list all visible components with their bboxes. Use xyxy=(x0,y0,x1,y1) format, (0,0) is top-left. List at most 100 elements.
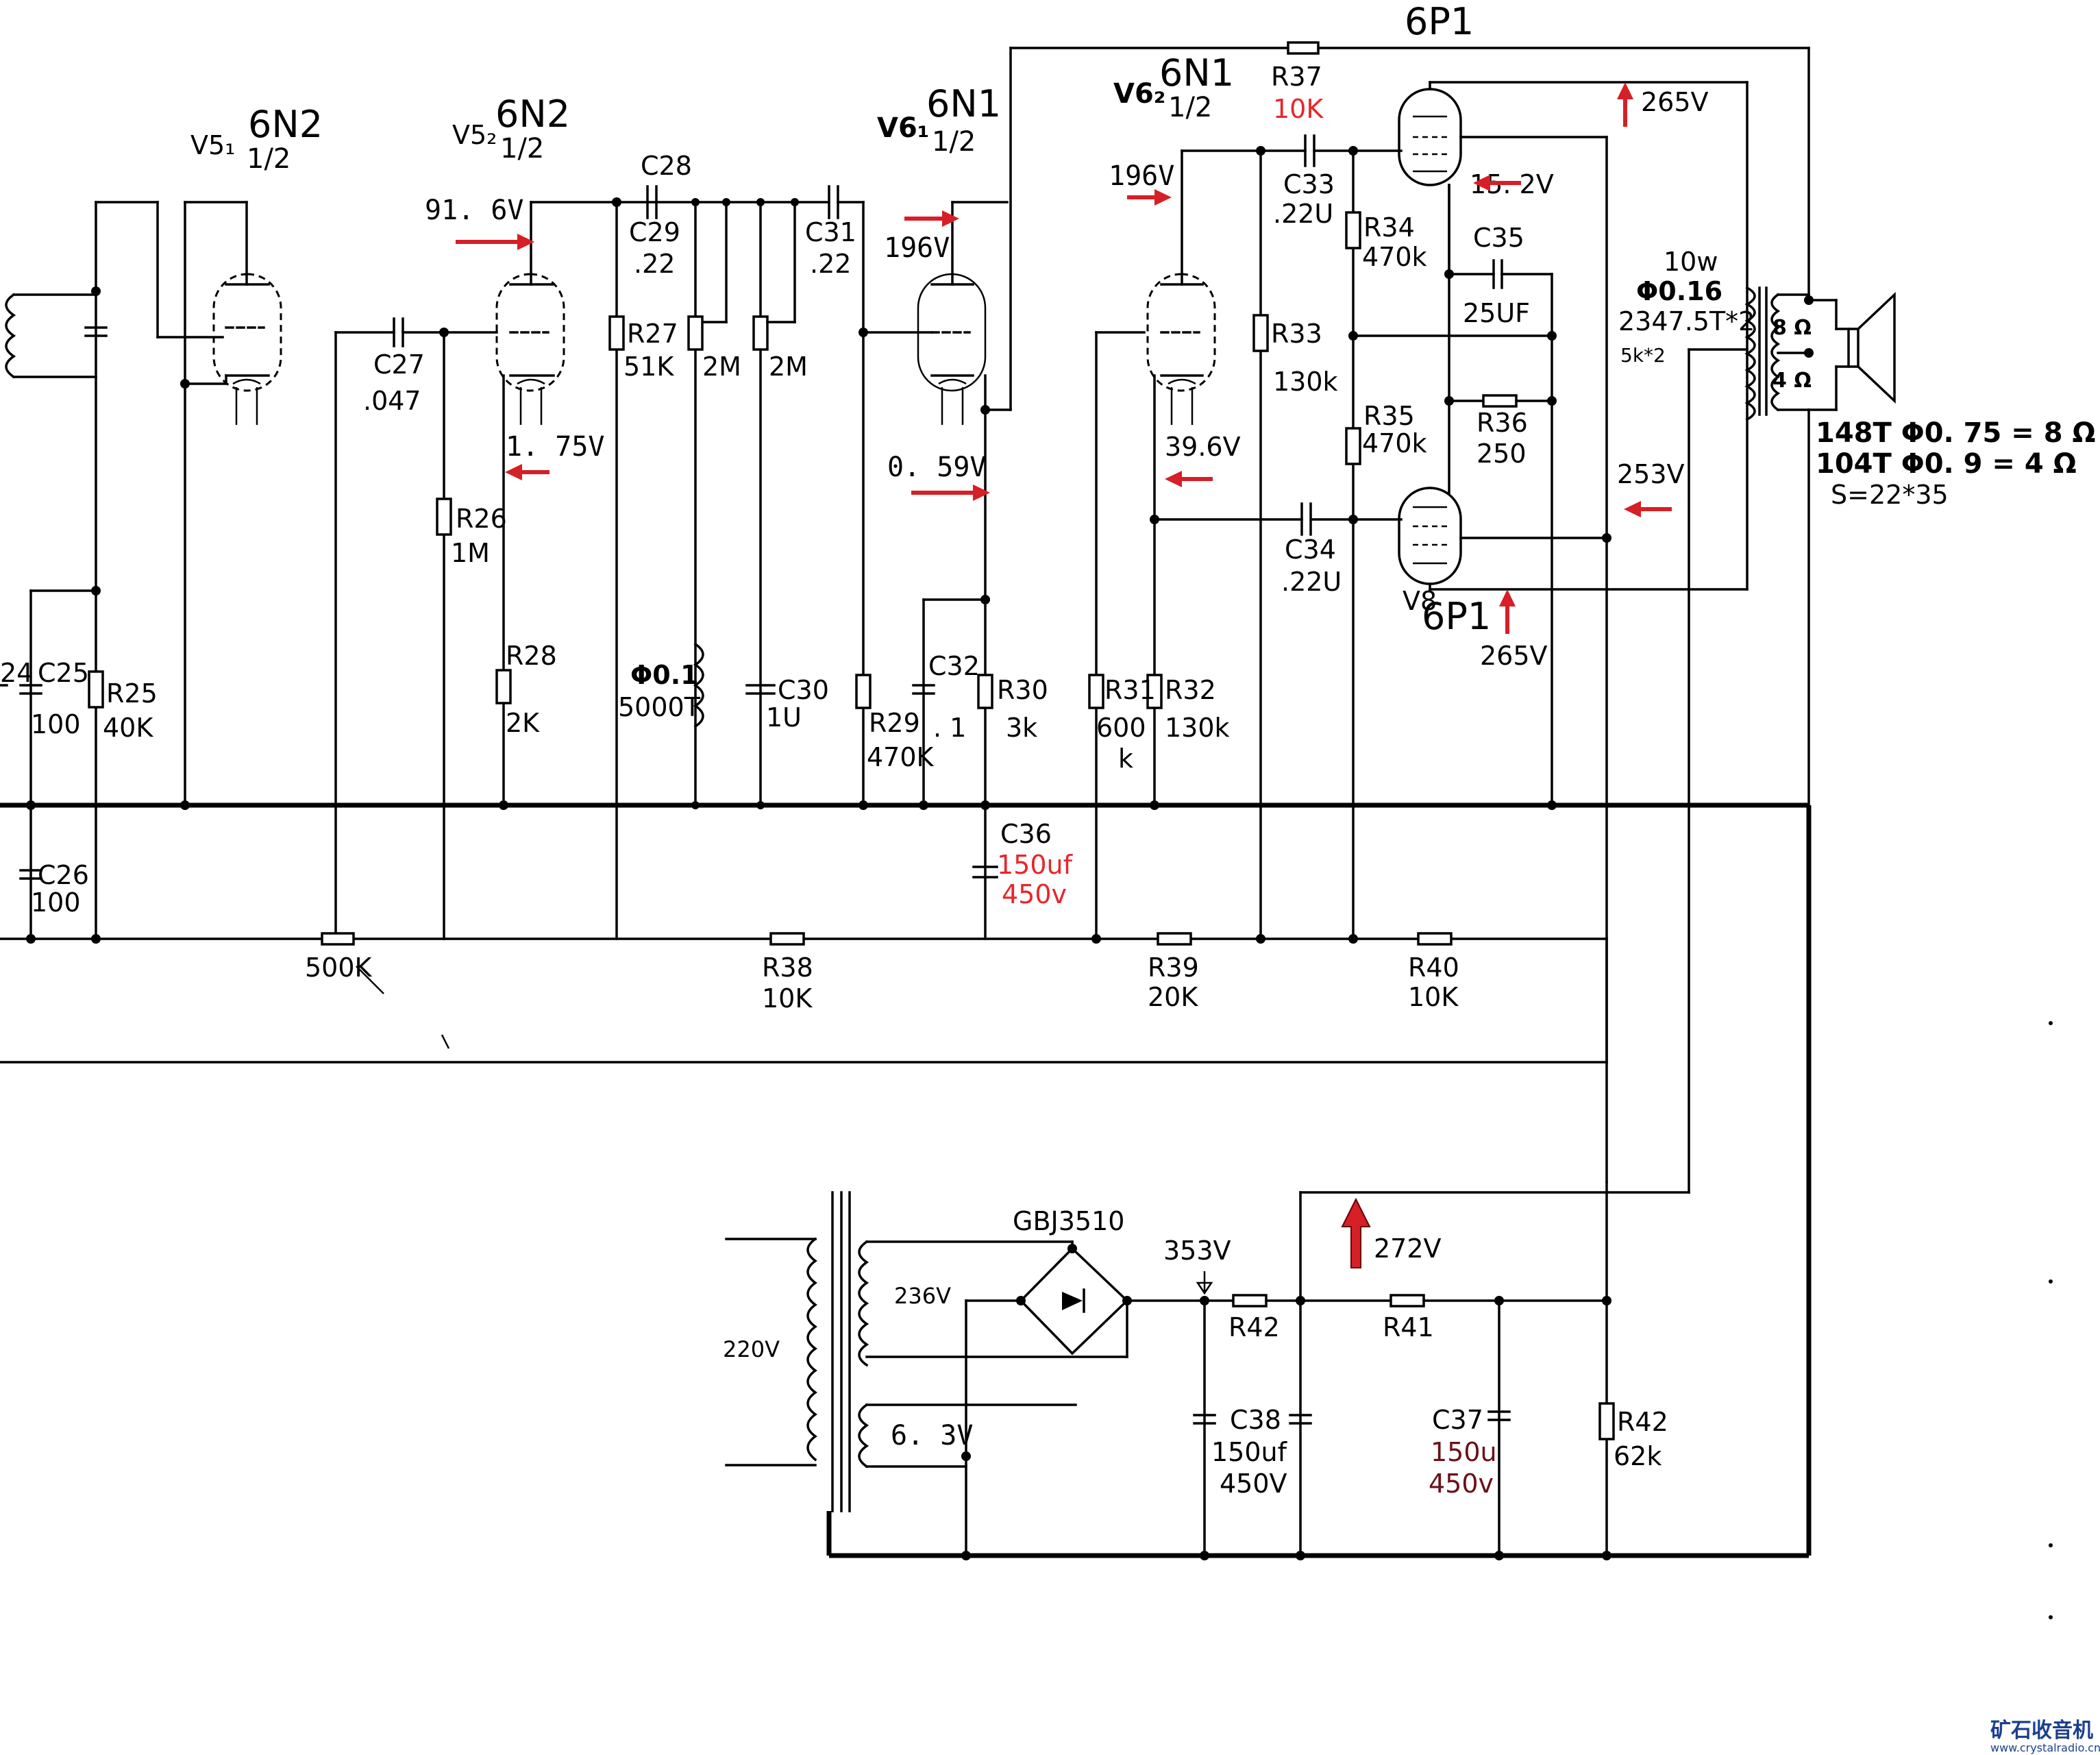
v6a-ref: V6₁ xyxy=(877,112,929,144)
r31-value2: k xyxy=(1118,744,1133,774)
arrow-icon xyxy=(1473,175,1521,191)
ot-tap4: 4 Ω xyxy=(1772,369,1812,393)
pot2m-b-value: 2M xyxy=(769,352,808,382)
r33-value: 130k xyxy=(1273,367,1338,397)
r27-ref: R27 xyxy=(627,319,678,349)
speaker-icon xyxy=(1835,291,1896,404)
c33-ref: C33 xyxy=(1283,169,1335,199)
r40-value: 10K xyxy=(1408,982,1459,1012)
coupling-c27 xyxy=(321,317,498,1049)
v6a-type: 6N1 xyxy=(926,82,1001,125)
tube-v5b xyxy=(495,201,830,810)
c32-value: . 1 xyxy=(933,713,966,743)
c27-ref: C27 xyxy=(373,349,425,380)
r42b-ref: R42 xyxy=(1617,1407,1668,1437)
r27-value: 51K xyxy=(623,352,674,382)
c24-label: 24 xyxy=(0,658,33,688)
ot-turns: 2347.5T*2 xyxy=(1618,306,1755,336)
input-tank xyxy=(0,201,224,944)
r42a-ref: R42 xyxy=(1228,1312,1280,1342)
r31-ref: R31 xyxy=(1104,675,1156,705)
r39-value: 20K xyxy=(1148,982,1198,1012)
c29-value: .22 xyxy=(634,249,675,279)
v5a-type: 6N2 xyxy=(248,103,323,146)
v8-ref: V8 xyxy=(1403,586,1437,616)
tube-v5a xyxy=(180,201,282,810)
r25-ref: R25 xyxy=(106,678,158,709)
tube-v6b xyxy=(1088,149,1307,944)
c36-ref: C36 xyxy=(1000,819,1052,849)
ot-wire: Φ0.16 xyxy=(1636,276,1722,306)
volt-059: 0. 59V xyxy=(887,452,987,483)
arrow-icon xyxy=(1499,589,1516,634)
ot-power: 10w xyxy=(1664,247,1718,277)
pt-hv: 236V xyxy=(894,1283,951,1309)
rectifier-bridge xyxy=(1016,1240,1255,1358)
ot-sec2: 104T Φ0. 9 = 4 Ω xyxy=(1816,448,2077,480)
volt-396: 39.6V xyxy=(1165,432,1241,462)
r29-ref: R29 xyxy=(869,708,920,738)
filter-network xyxy=(1193,1181,1690,1560)
pt-primary: 220V xyxy=(723,1336,780,1362)
c31-ref: C31 xyxy=(805,217,856,247)
volt-196a: 196V xyxy=(884,232,950,264)
ot-tap8: 8 Ω xyxy=(1772,316,1812,340)
r30-ref: R30 xyxy=(997,675,1048,705)
c38-ref: C38 xyxy=(1230,1405,1281,1435)
arrow-icon xyxy=(1165,471,1213,487)
bridge-ref: GBJ3510 xyxy=(1013,1206,1124,1236)
v5b-half: 1/2 xyxy=(500,133,544,164)
ot-impedance: 5k*2 xyxy=(1620,344,1666,367)
v6a-half: 1/2 xyxy=(932,126,976,158)
tone-stack xyxy=(608,185,872,940)
r32-ref: R32 xyxy=(1165,675,1216,705)
r30-value: 3k xyxy=(1006,713,1037,743)
c37-volt: 450v xyxy=(1429,1469,1494,1499)
volt-196b: 196V xyxy=(1109,160,1174,192)
c30-ref: C30 xyxy=(778,675,829,705)
ot-sec1: 148T Φ0. 75 = 8 Ω xyxy=(1816,417,2095,449)
arrow-icon xyxy=(911,484,990,501)
supply-ground-bus xyxy=(829,805,1812,1558)
tube-v8 xyxy=(1398,487,1749,591)
c38-value: 150uf xyxy=(1211,1437,1288,1467)
arrow-icon xyxy=(904,210,959,227)
watermark-text: 矿石收音机 xyxy=(1990,1719,2093,1743)
c26-value: 100 xyxy=(31,887,81,918)
r34-ref: R34 xyxy=(1363,212,1415,243)
arrow-icon xyxy=(505,464,549,480)
c25-ref: C25 xyxy=(38,658,89,688)
v6b-ref: V6₂ xyxy=(1113,78,1165,110)
c37-ref: C37 xyxy=(1432,1405,1483,1435)
c37-value: 150u xyxy=(1431,1437,1497,1467)
watermark-url: www.crystalradio.cn xyxy=(1990,1741,2100,1754)
tube-v6a xyxy=(862,41,1810,940)
r32-value: 130k xyxy=(1165,713,1230,743)
r28-value: 2K xyxy=(506,708,540,738)
choke-turns: 5000T xyxy=(618,692,701,722)
r36-ref: R36 xyxy=(1477,408,1528,438)
r38-ref: R38 xyxy=(762,953,813,983)
r25-value: 40K xyxy=(103,713,153,743)
r40-ref: R40 xyxy=(1408,953,1459,983)
volt-91: 91. 6V xyxy=(425,195,524,226)
c36-value: 150uf xyxy=(997,850,1074,880)
r26-value: 1M xyxy=(451,538,490,568)
c28-ref: C28 xyxy=(641,151,692,181)
v5b-ref: V5₂ xyxy=(452,120,497,150)
pt-heater: 6. 3V xyxy=(891,1420,973,1451)
c36-volt: 450v xyxy=(1002,879,1067,909)
volt-253: 253V xyxy=(1617,459,1685,489)
r39-ref: R39 xyxy=(1148,953,1199,983)
volt-265b: 265V xyxy=(1480,641,1548,671)
v5a-ref: V5₁ xyxy=(190,130,235,160)
c30-value: 1U xyxy=(766,702,802,733)
pot-value: 500K xyxy=(305,953,373,983)
v8-type: 6P1 xyxy=(1422,595,1491,638)
c33-value: .22U xyxy=(1273,199,1333,229)
r35-ref: R35 xyxy=(1363,401,1415,431)
c32-ref: C32 xyxy=(928,651,980,681)
c29-ref: C29 xyxy=(629,217,680,247)
c34-ref: C34 xyxy=(1285,535,1336,565)
r28-ref: R28 xyxy=(506,641,557,671)
